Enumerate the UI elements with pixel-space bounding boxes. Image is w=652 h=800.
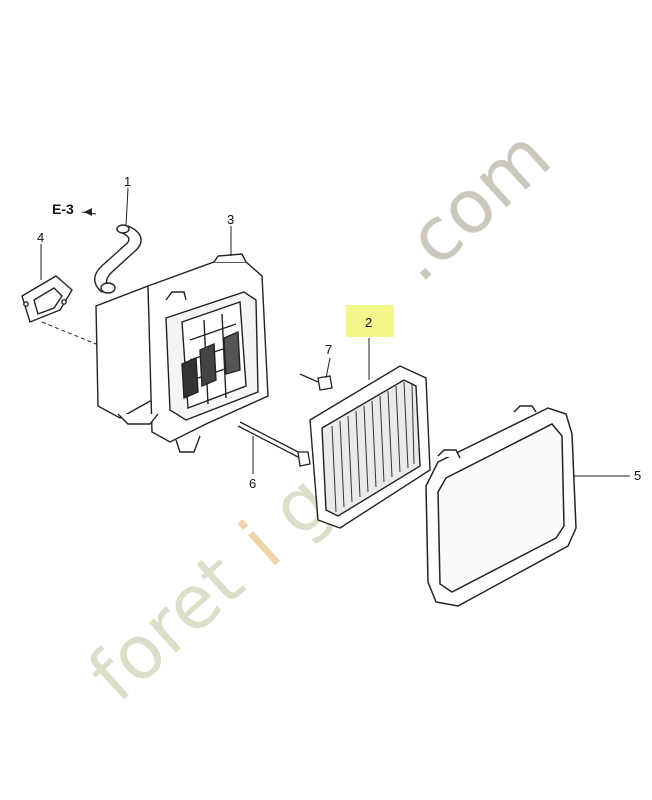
arrow-left-icon bbox=[84, 208, 92, 216]
gasket bbox=[21, 275, 73, 323]
callout-2-highlight bbox=[346, 305, 394, 337]
callout-4: 4 bbox=[37, 230, 44, 245]
callout-6: 6 bbox=[249, 476, 256, 491]
callout-5: 5 bbox=[634, 468, 641, 483]
callout-1: 1 bbox=[124, 174, 131, 189]
filter-pleats bbox=[331, 381, 415, 513]
air-cleaner-cover bbox=[425, 405, 577, 607]
watermark-text-com: .com bbox=[374, 113, 566, 298]
callout-3: 3 bbox=[227, 212, 234, 227]
reference-label: E-3 bbox=[52, 201, 74, 217]
callout-7: 7 bbox=[325, 342, 332, 357]
breather-hose bbox=[94, 224, 142, 294]
filter-element bbox=[309, 365, 431, 529]
air-cleaner-case bbox=[95, 253, 269, 453]
watermark-text-foret: foret bbox=[72, 538, 259, 719]
callout-2: 2 bbox=[365, 315, 372, 330]
small-bolt bbox=[299, 373, 333, 391]
reference-e3: E-3 bbox=[52, 201, 92, 217]
long-bolt bbox=[237, 421, 311, 467]
